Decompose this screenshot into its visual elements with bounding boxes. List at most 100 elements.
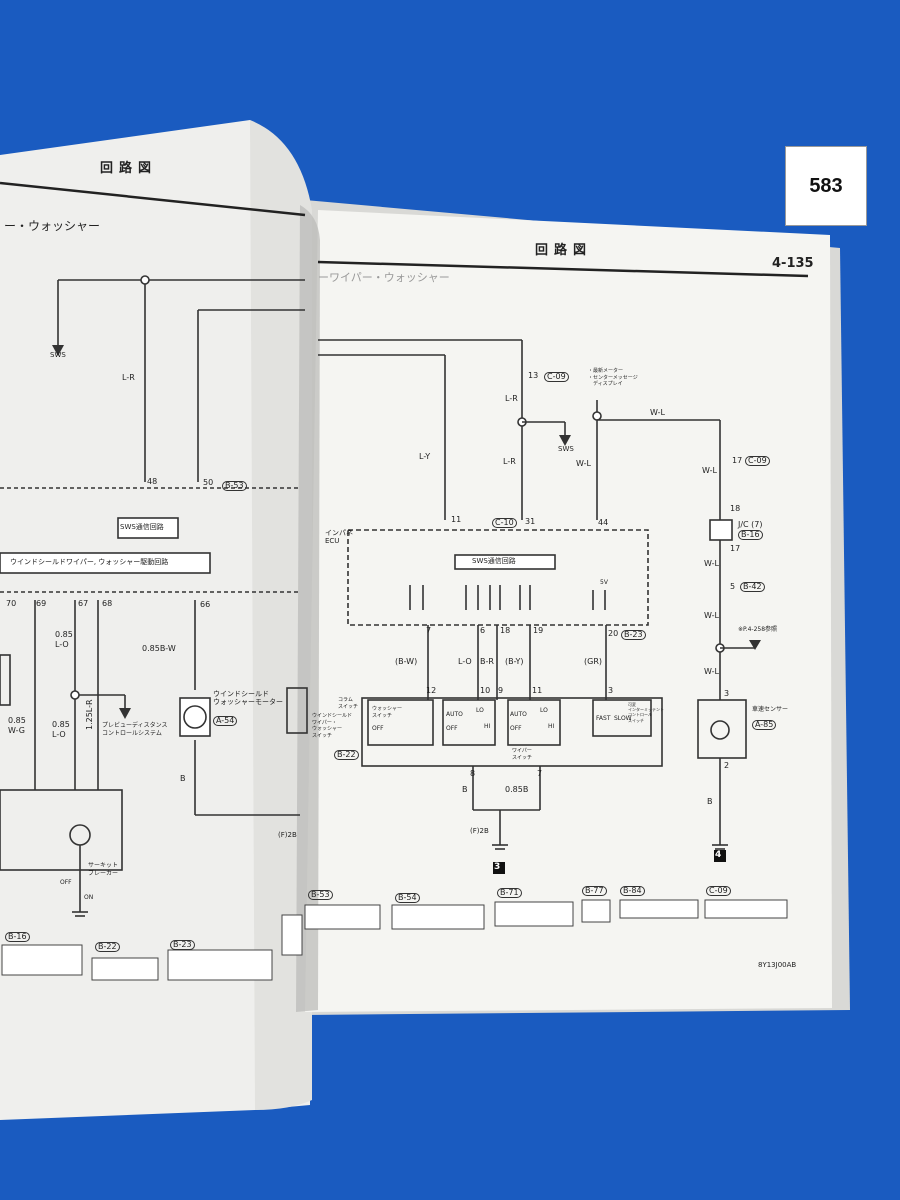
left-pin69: 69	[36, 599, 47, 608]
left-circuit-breaker: サーキット ブレーカー	[88, 862, 119, 877]
left-pin66: 66	[200, 600, 211, 609]
left-conn-b16: B-16	[5, 932, 30, 942]
r-wire-wl6: W-L	[704, 667, 719, 676]
r-pin20: 20	[608, 629, 619, 638]
left-precharge: プレビューディスタンス コントロールシステム	[102, 722, 168, 737]
r-wire-gr: (GR)	[584, 657, 602, 666]
r-wire-b: B	[462, 785, 468, 794]
r-wire-bw: (B-W)	[395, 657, 418, 666]
r-pin3: 3	[608, 686, 614, 695]
r-off1: OFF	[446, 725, 458, 732]
r-wire-lr: L-R	[505, 394, 518, 403]
r-wire-wl2: W-L	[576, 459, 591, 468]
r-conn-b42: B-42	[740, 582, 765, 592]
left-pin50: 50	[203, 478, 214, 487]
r-conn-b22: B-22	[334, 750, 359, 760]
r-wire-wl5: W-L	[704, 611, 719, 620]
right-page-number: 4-135	[772, 256, 814, 271]
left-page-header: 回路図	[100, 161, 158, 176]
r-lo2: LO	[540, 707, 548, 714]
r-pin6: 6	[480, 626, 486, 635]
r-pin3b: 3	[724, 689, 730, 698]
r-speed-sensor: 車速センサー	[752, 706, 789, 713]
r-ground3: 3	[494, 862, 501, 872]
left-sws-label: SWS	[50, 351, 66, 359]
r-5v: 5V	[600, 579, 608, 586]
r-pin11b: 11	[532, 686, 543, 695]
r-column-switch: コラム スイッチ	[338, 697, 359, 710]
r-auto2: AUTO	[510, 711, 527, 718]
r-wire-lo: L-O	[458, 657, 472, 666]
right-header-rule	[317, 260, 809, 278]
right-page-title: ーワイパー・ウォッシャー	[318, 271, 450, 284]
r-conn-c09c: C-09	[706, 886, 731, 896]
r-conn-b53: B-53	[308, 890, 333, 900]
left-wire-125lr: 1.25L-R	[85, 699, 94, 730]
left-connector-diagrams	[1, 914, 303, 981]
r-wire-wl3: W-L	[702, 466, 717, 475]
r-f2b: (F)2B	[470, 827, 489, 835]
left-conn-b23: B-23	[170, 940, 195, 950]
r-jc: J/C (7)	[738, 520, 763, 529]
left-sws-comm: SWS通信回路	[120, 523, 164, 531]
right-page	[305, 210, 832, 1012]
r-conn-b77: B-77	[582, 886, 607, 896]
r-pin18b: 18	[500, 626, 511, 635]
r-pin5: 5	[730, 582, 736, 591]
r-wire-ly: L-Y	[419, 452, 431, 461]
gutter-shadow	[296, 205, 320, 1012]
r-wire-lr2: L-R	[503, 457, 516, 466]
left-wire-085wg: 0.85 W-G	[8, 716, 26, 735]
left-header-rule	[0, 181, 306, 217]
right-connector-diagrams	[304, 899, 788, 930]
r-pin31: 31	[525, 517, 536, 526]
sticker-number: 583	[809, 175, 843, 197]
r-wiper-switch: ワイパー スイッチ	[512, 748, 533, 761]
r-wire-wl4: W-L	[704, 559, 719, 568]
ground-3-box	[493, 862, 505, 874]
left-motor-label: ウインドシールド ウォッシャーモーター	[213, 690, 283, 707]
r-pin2: 2	[724, 761, 730, 770]
left-conn-b53: B-53	[222, 481, 247, 491]
r-wire-085b: 0.85B	[505, 785, 529, 794]
r-pin10: 10	[480, 686, 491, 695]
r-pin17b: 17	[730, 544, 741, 553]
r-pin7b: 7	[537, 769, 543, 778]
r-ecu: インパネ ECU	[325, 529, 353, 546]
right-page-header: 回路図	[535, 243, 593, 258]
r-pin9: 9	[498, 686, 504, 695]
r-pin18: 18	[730, 504, 741, 513]
left-conn-b22: B-22	[95, 942, 120, 952]
r-ref: ※P.4-258参照	[738, 626, 778, 633]
left-page-curl	[250, 120, 312, 1110]
r-off2: OFF	[510, 725, 522, 732]
r-pin7: 7	[426, 626, 432, 635]
left-f2b: (F)2B	[278, 831, 297, 839]
r-pin19: 19	[533, 626, 544, 635]
left-pin67: 67	[78, 599, 89, 608]
r-meter: ・最新メーター ・センターメッセージ ディスプレイ	[588, 368, 638, 387]
r-pin17: 17	[732, 456, 743, 465]
left-drive-circuit: ウインドシールドワイパー, ウォッシャー駆動回路	[10, 558, 169, 566]
r-footer-code: 8Y13J00AB	[758, 961, 797, 969]
left-on: ON	[84, 894, 94, 901]
r-pin11: 11	[451, 515, 462, 524]
r-wiper-washer-switch: ウインドシールド ワイパー・ ウォッシャー スイッチ	[312, 713, 353, 739]
r-hi1: HI	[484, 723, 491, 730]
r-conn-a85: A-85	[752, 720, 777, 730]
r-pin13: 13	[528, 371, 539, 380]
left-wiring	[0, 275, 308, 917]
left-wire-lr: L-R	[122, 373, 135, 382]
r-slow: SLOW	[614, 715, 632, 722]
r-wire-wl1: W-L	[650, 408, 665, 417]
ground-4-box	[714, 850, 726, 862]
r-hi2: HI	[548, 723, 555, 730]
r-ground4: 4	[715, 850, 722, 860]
left-conn-a54: A-54	[213, 716, 238, 726]
left-wire-085lo: 0.85 L-O	[55, 630, 73, 649]
r-sws: SWS	[558, 445, 574, 453]
r-off3: OFF	[372, 725, 384, 732]
left-page-title: ー・ウォッシャー	[4, 219, 101, 233]
left-wire-085bw: 0.85B-W	[142, 644, 176, 653]
